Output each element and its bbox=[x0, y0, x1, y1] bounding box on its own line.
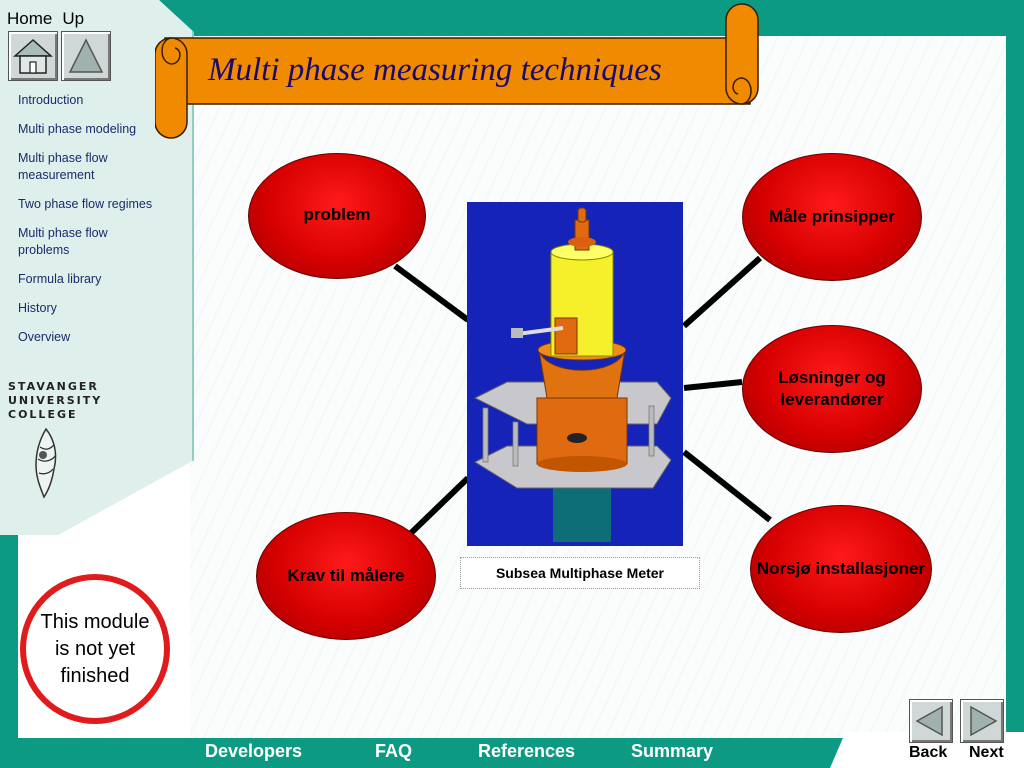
sidebar-item-introduction[interactable]: Introduction bbox=[18, 93, 84, 107]
multiphase-meter-illustration bbox=[473, 207, 672, 542]
node-solutions-suppliers[interactable]: Løsninger og leverandører bbox=[742, 325, 922, 453]
sidebar-item-multi-phase-modeling[interactable]: Multi phase modeling bbox=[18, 122, 137, 136]
next-button[interactable] bbox=[960, 699, 1004, 743]
page-title: Multi phase measuring techniques bbox=[208, 52, 662, 88]
sidebar-item-multi-phase-flow-measurement[interactable]: Multi phase flow measurement bbox=[18, 151, 108, 182]
meter-caption: Subsea Multiphase Meter bbox=[460, 557, 700, 589]
college-line: STAVANGER bbox=[8, 380, 99, 393]
sidebar-menu: Introduction Multi phase modeling Multi … bbox=[18, 92, 158, 358]
college-crest-icon bbox=[35, 427, 57, 499]
sidebar-item-two-phase-flow-regimes[interactable]: Two phase flow regimes bbox=[18, 197, 153, 211]
sidebar-item-formula-library[interactable]: Formula library bbox=[18, 272, 102, 286]
up-link[interactable]: Up bbox=[62, 9, 85, 28]
footer-link-faq[interactable]: FAQ bbox=[375, 741, 413, 761]
sidebar-item-overview[interactable]: Overview bbox=[18, 330, 71, 344]
module-unfinished-notice: This module is not yet finished bbox=[20, 574, 170, 724]
triangle-right-icon bbox=[970, 705, 998, 737]
sidebar-item-history[interactable]: History bbox=[18, 301, 57, 315]
college-line: UNIVERSITY bbox=[8, 394, 103, 407]
house-icon bbox=[13, 38, 53, 74]
college-name: STAVANGER UNIVERSITY COLLEGE bbox=[8, 380, 102, 422]
footer-link-developers[interactable]: Developers bbox=[205, 741, 303, 761]
node-meter-requirements[interactable]: Krav til målere bbox=[256, 512, 436, 640]
triangle-up-icon bbox=[68, 38, 104, 73]
back-button[interactable] bbox=[909, 699, 953, 743]
node-north-sea-installations[interactable]: Norsjø installasjoner bbox=[750, 505, 932, 633]
up-button[interactable] bbox=[61, 31, 111, 81]
home-up-links: Home Up bbox=[7, 9, 94, 29]
next-label[interactable]: Next bbox=[969, 744, 1004, 761]
footer-link-references[interactable]: References bbox=[478, 741, 576, 761]
node-problem[interactable]: problem bbox=[248, 153, 426, 279]
right-frame bbox=[1006, 0, 1024, 768]
title-scroll bbox=[155, 3, 759, 139]
sidebar-item-multi-phase-flow-problems[interactable]: Multi phase flow problems bbox=[18, 226, 108, 257]
home-link[interactable]: Home bbox=[7, 9, 53, 28]
college-line: COLLEGE bbox=[8, 408, 78, 421]
footer-link-summary[interactable]: Summary bbox=[631, 741, 714, 761]
node-measuring-principles[interactable]: Måle prinsipper bbox=[742, 153, 922, 281]
back-label[interactable]: Back bbox=[909, 744, 948, 761]
subsea-meter-image bbox=[467, 202, 683, 546]
triangle-left-icon bbox=[915, 705, 943, 737]
home-button[interactable] bbox=[8, 31, 58, 81]
